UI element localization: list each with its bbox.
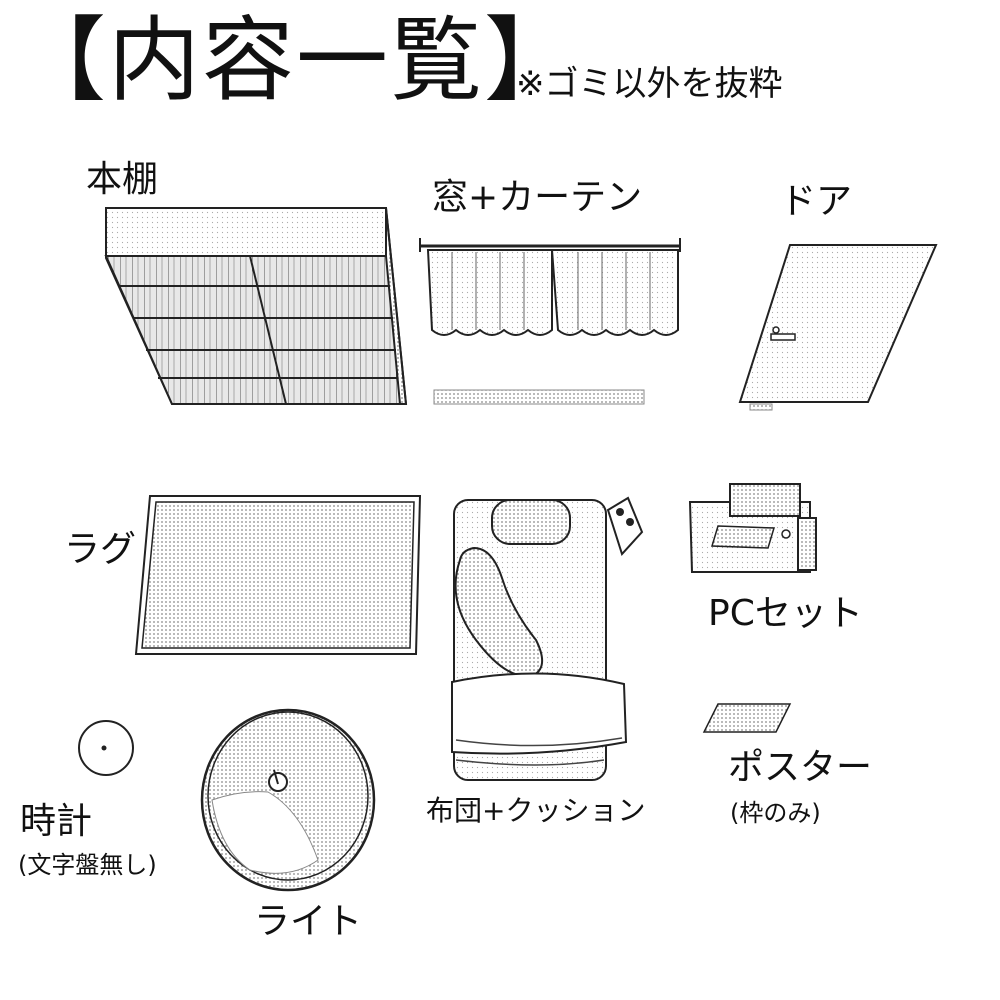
futon-cushion-illustration [451, 496, 644, 781]
page-title: 【内容一覧】 [14, 7, 579, 114]
clock-illustration [78, 720, 134, 776]
poster-label: ポスター [728, 747, 873, 788]
poster-note: (枠のみ) [730, 799, 821, 827]
clock-note: (文字盤無し) [18, 851, 157, 879]
light-illustration [200, 708, 376, 892]
bookshelf-illustration [104, 207, 408, 405]
door-illustration [738, 244, 938, 411]
window-curtain-label: 窓+カーテン [432, 177, 643, 218]
clock-label: 時計 [20, 801, 93, 842]
light-label: ライト [254, 901, 363, 942]
bookshelf-label: 本棚 [86, 159, 159, 200]
door-label: ドア [780, 181, 853, 222]
window-curtain-illustration [419, 238, 681, 405]
pc-set-illustration [688, 483, 817, 573]
page-subtitle: ※ゴミ以外を抜粋 [516, 64, 783, 104]
pc-set-label: PCセット [708, 593, 863, 634]
poster-illustration [702, 703, 792, 733]
futon-cushion-label: 布団+クッション [426, 794, 646, 827]
rug-illustration [134, 495, 422, 655]
rug-label: ラグ [64, 529, 137, 570]
